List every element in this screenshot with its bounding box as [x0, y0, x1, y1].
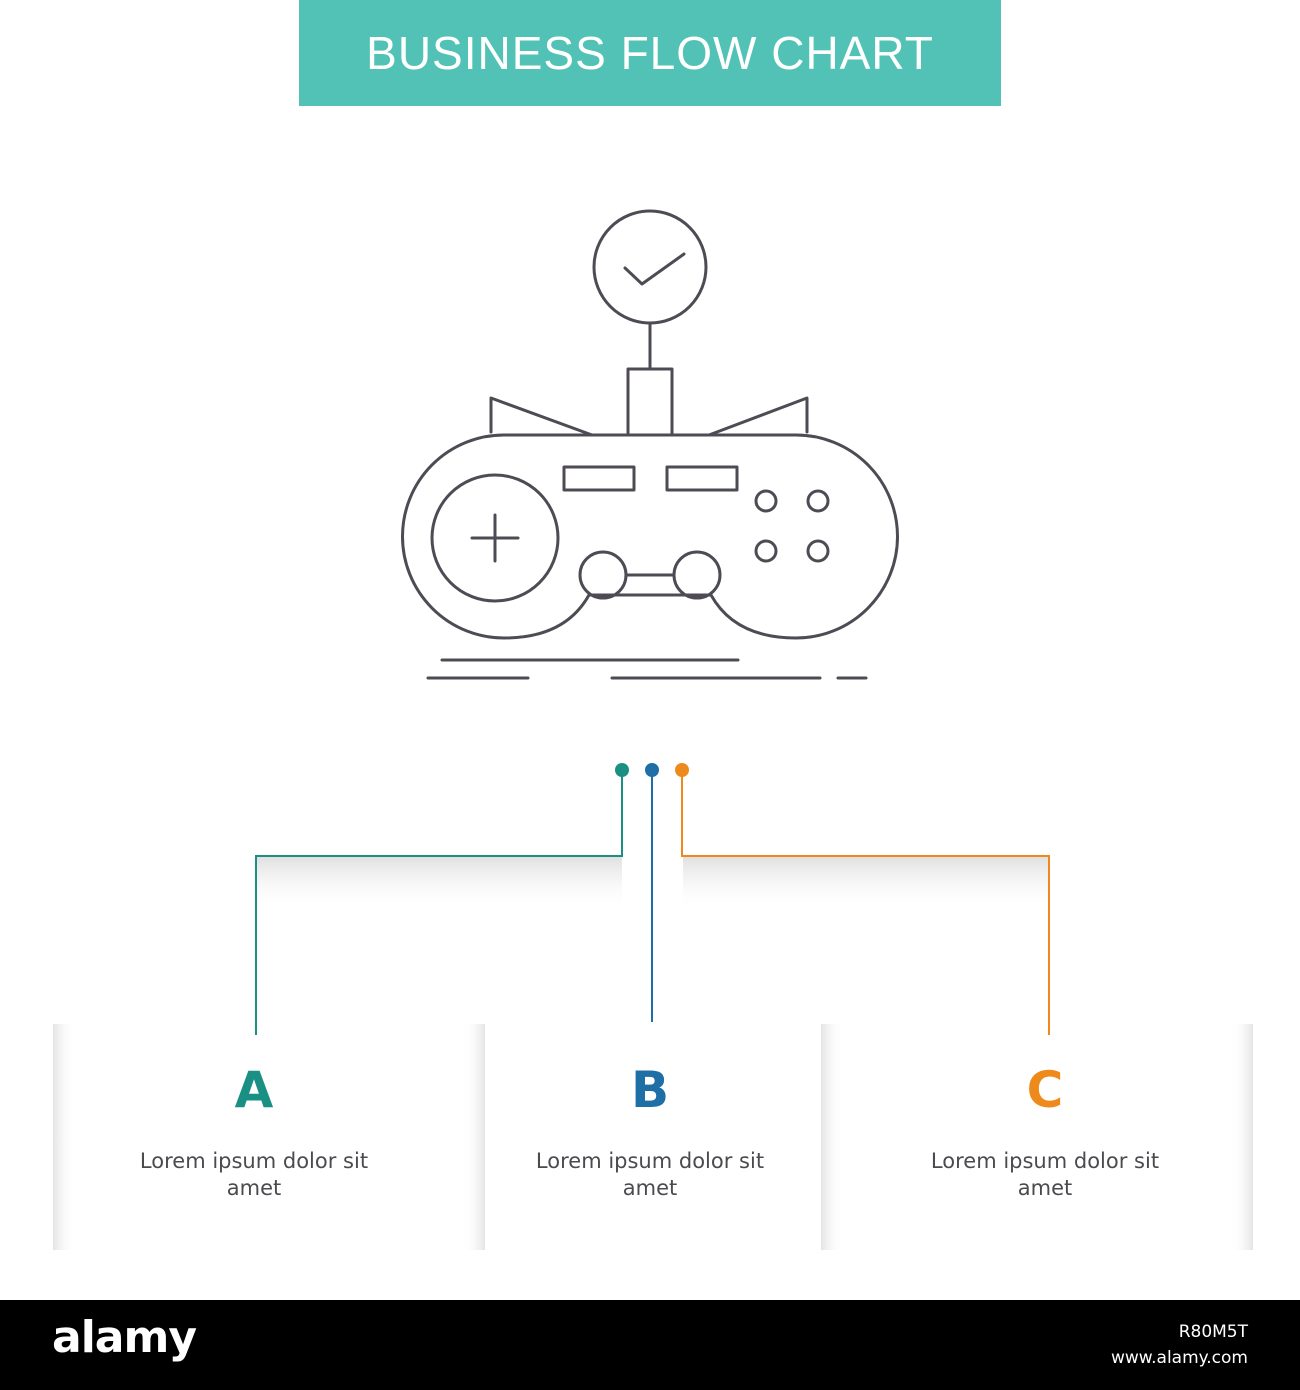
flow-diagram: [53, 209, 1253, 1250]
left-thumbstick: [578, 550, 628, 600]
title-banner: BUSINESS FLOW CHART: [299, 0, 1001, 106]
connector-line-a: [255, 770, 623, 1035]
panel-edge: [463, 1024, 485, 1250]
image-id: R80M5T: [1178, 1322, 1248, 1342]
connector-shadow: [683, 857, 1050, 911]
left-shoulder-button: [489, 396, 594, 437]
panel-edge: [53, 1024, 75, 1250]
dpad-ring: [430, 473, 560, 603]
action-button: [806, 539, 830, 563]
step-b-letter: B: [630, 1061, 670, 1119]
joystick-base: [626, 367, 674, 437]
footer-bar: alamy R80M5T www.alamy.com: [0, 1300, 1300, 1390]
step-c-text: Lorem ipsum dolor sit amet: [930, 1149, 1160, 1200]
action-button: [806, 489, 830, 513]
select-button: [562, 465, 636, 492]
step-b-text: Lorem ipsum dolor sit amet: [535, 1149, 765, 1200]
step-a-text: Lorem ipsum dolor sit amet: [139, 1149, 369, 1200]
step-a-letter: A: [234, 1061, 274, 1119]
action-button: [754, 539, 778, 563]
step-b: B Lorem ipsum dolor sit amet: [530, 1024, 770, 1250]
connector-shadow: [256, 857, 622, 911]
start-button: [665, 465, 739, 492]
game-controller-check-icon: [401, 209, 899, 680]
connector-line-c: [681, 770, 1050, 1035]
step-c-letter: C: [1026, 1061, 1064, 1119]
step-c: C Lorem ipsum dolor sit amet: [925, 1024, 1165, 1250]
action-button: [754, 489, 778, 513]
check-mark-icon: [623, 252, 686, 286]
page-title: BUSINESS FLOW CHART: [366, 27, 934, 79]
panel-edge: [1231, 1024, 1253, 1250]
right-thumbstick: [672, 550, 722, 600]
site-url: www.alamy.com: [1110, 1348, 1248, 1368]
brand-logo: alamy: [52, 1312, 197, 1363]
step-a: A Lorem ipsum dolor sit amet: [134, 1024, 374, 1250]
right-shoulder-button: [707, 396, 809, 437]
check-circle: [592, 209, 708, 325]
panel-edge: [821, 1024, 843, 1250]
